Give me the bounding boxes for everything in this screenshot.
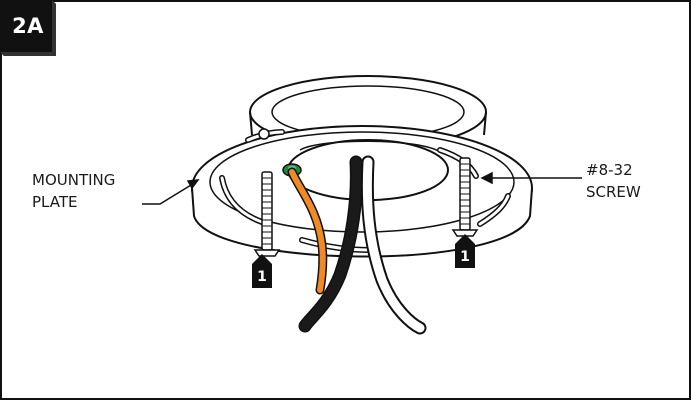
screw-leader	[480, 171, 582, 185]
screw-right	[451, 157, 479, 237]
step-badge-shape	[0, 0, 56, 56]
white-wire	[360, 155, 427, 335]
mounting-plate-label-line2: PLATE	[32, 193, 78, 211]
callout-number-right: 1	[460, 249, 470, 265]
callout-1-right	[455, 234, 475, 268]
step-number: 2A	[12, 14, 44, 38]
ground-wire	[287, 167, 328, 295]
mounting-plate	[191, 125, 533, 258]
mounting-plate-leader	[142, 179, 200, 205]
black-wire	[298, 155, 363, 333]
callout-number-left: 1	[257, 269, 267, 285]
screw-left	[253, 171, 281, 257]
callout-1-left	[252, 254, 272, 288]
mounting-plate-label-line1: MOUNTING	[32, 171, 116, 189]
screw-label-line1: #8-32	[586, 161, 633, 179]
screw-label-line2: SCREW	[586, 183, 641, 201]
step-badge: 2A	[0, 0, 56, 56]
